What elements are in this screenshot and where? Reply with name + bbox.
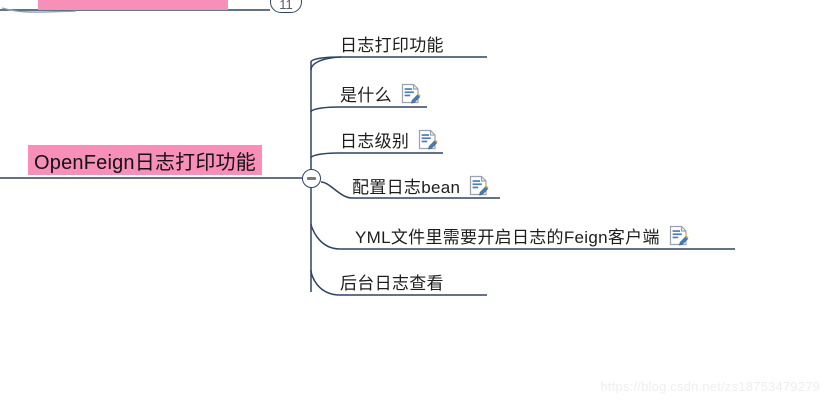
child-node-label: 配置日志bean xyxy=(352,177,461,197)
collapse-toggle-button[interactable] xyxy=(302,169,321,188)
note-edit-icon[interactable] xyxy=(469,175,489,196)
minus-icon xyxy=(307,177,316,180)
child-count-badge-label: 11 xyxy=(279,0,293,12)
child-node-2[interactable]: 是什么 xyxy=(340,79,421,107)
child-node-4[interactable]: 配置日志bean xyxy=(352,171,489,199)
parent-node-highlight[interactable] xyxy=(38,0,228,10)
note-edit-icon[interactable] xyxy=(669,225,689,246)
root-node[interactable]: OpenFeign日志打印功能 xyxy=(28,145,262,175)
note-edit-icon[interactable] xyxy=(418,129,438,150)
child-count-badge[interactable]: 11 xyxy=(270,0,302,13)
child-node-3[interactable]: 日志级别 xyxy=(340,125,438,153)
watermark: https://blog.csdn.net/zs18753479279 xyxy=(600,379,820,394)
root-node-label: OpenFeign日志打印功能 xyxy=(34,151,256,174)
child-node-6[interactable]: 后台日志查看 xyxy=(340,267,444,295)
child-node-label: YML文件里需要开启日志的Feign客户端 xyxy=(355,227,660,247)
note-edit-icon[interactable] xyxy=(401,83,421,104)
child-node-5[interactable]: YML文件里需要开启日志的Feign客户端 xyxy=(355,221,689,249)
child-node-label: 日志打印功能 xyxy=(340,35,444,55)
child-node-label: 是什么 xyxy=(340,85,392,105)
child-node-label: 日志级别 xyxy=(340,131,410,151)
child-node-1[interactable]: 日志打印功能 xyxy=(340,29,444,57)
child-node-label: 后台日志查看 xyxy=(340,273,444,293)
